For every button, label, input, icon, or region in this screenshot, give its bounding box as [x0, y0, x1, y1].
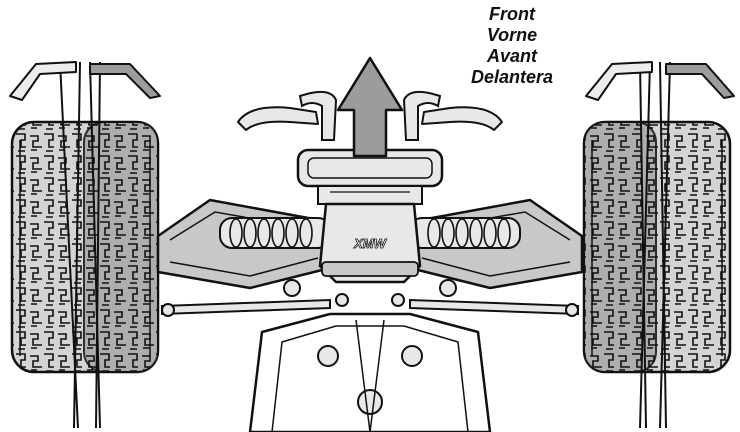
right-tire — [582, 120, 732, 374]
front-direction-label: Front Vorne Avant Delantera — [440, 4, 584, 88]
label-german: Vorne — [486, 25, 538, 45]
left-toe-reference-lines — [59, 61, 101, 429]
front-differential-housing: XMW — [318, 202, 422, 284]
front-bumper — [296, 148, 444, 205]
toe-arc-right-icon — [665, 63, 735, 99]
left-shock-absorber — [219, 217, 331, 249]
left-tire — [10, 120, 160, 374]
forward-arrow-icon — [336, 56, 404, 158]
toe-arc-left-icon — [585, 61, 653, 101]
body-mount-posts — [237, 90, 503, 141]
right-toe-arc-icons — [585, 61, 735, 101]
chassis-logo-text: XMW — [353, 236, 388, 251]
label-english: Front — [489, 4, 535, 24]
right-shock-absorber — [409, 217, 521, 249]
toe-arc-right-icon — [89, 63, 161, 99]
toe-arc-left-icon — [9, 61, 77, 101]
steering-links — [161, 279, 579, 317]
label-spanish: Delantera — [470, 67, 554, 87]
left-toe-arc-icons — [9, 61, 161, 101]
chassis-frame — [248, 312, 492, 432]
right-toe-reference-lines — [639, 61, 671, 429]
label-french: Avant — [486, 46, 537, 66]
